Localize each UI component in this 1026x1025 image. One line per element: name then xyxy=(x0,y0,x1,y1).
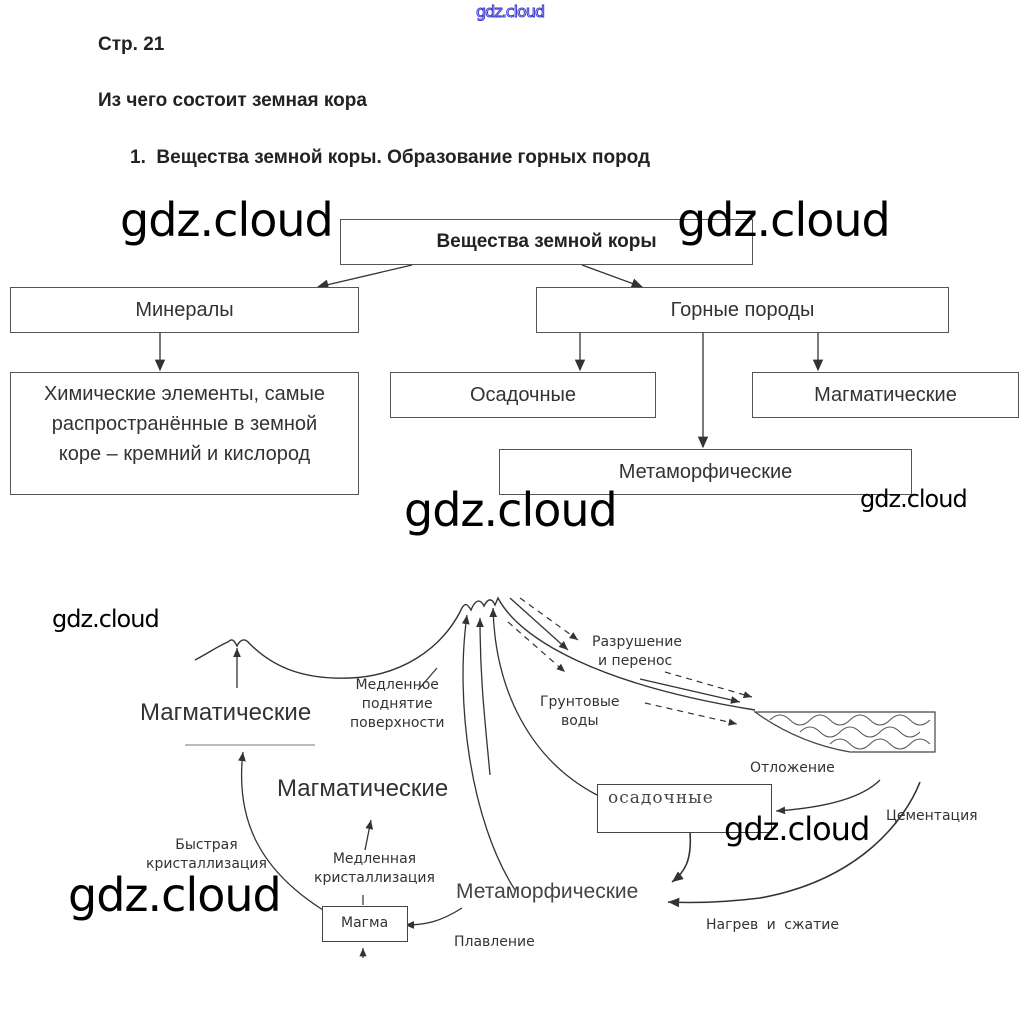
arrow-slow-crystallization xyxy=(364,819,374,851)
sedimentary-box: Осадочные xyxy=(390,372,656,418)
arrow-root-minerals xyxy=(316,264,413,290)
sedimentary-cycle-box xyxy=(597,784,772,833)
task-number: 1. xyxy=(130,147,146,168)
slow-crystallization-line: кристаллизация xyxy=(314,870,435,886)
groundwater-line: Грунтовые xyxy=(540,694,620,710)
metamorphic-label: Метаморфические xyxy=(618,460,793,483)
tree-connectors xyxy=(154,264,824,449)
arrow-fast-crystallization xyxy=(238,751,324,911)
melting-label: Плавление xyxy=(454,934,535,950)
minerals-box: Минералы xyxy=(10,287,359,333)
water-wave xyxy=(829,738,931,750)
terrain-line xyxy=(194,596,756,711)
heat-pressure-label: Нагрев и сжатие xyxy=(706,917,839,933)
tree-root-label: Вещества земной коры xyxy=(436,231,657,252)
rocks-label: Горные породы xyxy=(670,298,815,321)
arrow-uplift-3 xyxy=(489,607,598,796)
arrow-sedimentary-to-metamorphic xyxy=(671,831,692,883)
magma-label: Магма xyxy=(341,915,389,931)
watermark: gdz.cloud xyxy=(404,483,618,537)
slow-uplift-line: поднятие xyxy=(361,696,433,712)
basin-outline xyxy=(753,711,936,753)
destruction-line: Разрушение xyxy=(592,634,682,650)
sedimentary-label: Осадочные xyxy=(470,383,576,406)
watermark-top: gdz.cloud xyxy=(475,2,545,22)
cementation-label: Цементация xyxy=(886,808,978,824)
arrow-groundwater xyxy=(507,621,566,673)
fast-crystallization-line: Быстрая xyxy=(175,837,238,853)
minerals-description: Химические элементы, самые распространён… xyxy=(43,383,326,465)
magmatic-label: Магматические xyxy=(814,383,957,406)
slow-uplift-line: Медленное xyxy=(355,677,439,693)
watermark: gdz.cloud xyxy=(52,605,160,633)
magma-box xyxy=(322,906,408,942)
watermark: gdz.cloud xyxy=(68,868,282,922)
arrow-uplift-1 xyxy=(461,614,516,891)
arrow-melting xyxy=(404,907,463,929)
minerals-description-box: Химические элементы, самые распространён… xyxy=(10,372,359,495)
minerals-label: Минералы xyxy=(135,298,234,321)
arrow-erosion xyxy=(509,597,569,651)
watermark: gdz.cloud xyxy=(677,193,891,247)
arrow-uplift-2 xyxy=(476,617,491,776)
fast-crystallization-label: Быстрая кристаллизация xyxy=(146,836,267,874)
destruction-label: Разрушение и перенос xyxy=(592,633,682,671)
arrow-transport-dashed xyxy=(664,671,753,699)
water-wave xyxy=(799,726,921,738)
metamorphic-box: Метаморфические xyxy=(499,449,912,495)
task-title: 1. Вещества земной коры. Образование гор… xyxy=(130,147,650,169)
tree-root-box: Вещества земной коры xyxy=(340,219,753,265)
slow-uplift-label: Медленное поднятие поверхности xyxy=(350,676,444,733)
uplift-label-line xyxy=(417,667,438,691)
slow-uplift-line: поверхности xyxy=(350,715,445,731)
arrow-groundwater-2 xyxy=(644,702,738,726)
arrow-cementation xyxy=(667,781,921,908)
rocks-box: Горные породы xyxy=(536,287,949,333)
magmatic-mid-label: Магматические xyxy=(277,775,449,802)
watermark: gdz.cloud xyxy=(120,193,334,247)
water-wave xyxy=(769,714,931,726)
arrow-deposition xyxy=(775,779,881,815)
arrow-root-rocks xyxy=(581,264,644,289)
deposition-label: Отложение xyxy=(750,760,835,776)
page-number: Стр. 21 xyxy=(98,34,165,55)
sedimentary-cycle-label: осадочные xyxy=(608,788,714,808)
arrow-erosion-dashed xyxy=(519,597,579,641)
groundwater-label: Грунтовые воды xyxy=(540,693,620,731)
slow-crystallization-line: Медленная xyxy=(332,851,417,867)
groundwater-line: воды xyxy=(560,713,599,729)
watermark: gdz.cloud xyxy=(724,810,870,848)
watermark: gdz.cloud xyxy=(860,485,968,513)
arrow-transport xyxy=(639,678,741,704)
metamorphic-cycle-label: Метаморфические xyxy=(456,880,639,903)
task-title-text: Вещества земной коры. Образование горных… xyxy=(156,147,651,168)
slow-crystallization-label: Медленная кристаллизация xyxy=(314,850,435,888)
section-title: Из чего состоит земная кора xyxy=(98,90,367,111)
magmatic-box: Магматические xyxy=(752,372,1019,418)
magmatic-top-label: Магматические xyxy=(140,699,312,726)
destruction-line: и перенос xyxy=(598,653,673,669)
fast-crystallization-line: кристаллизация xyxy=(146,856,267,872)
